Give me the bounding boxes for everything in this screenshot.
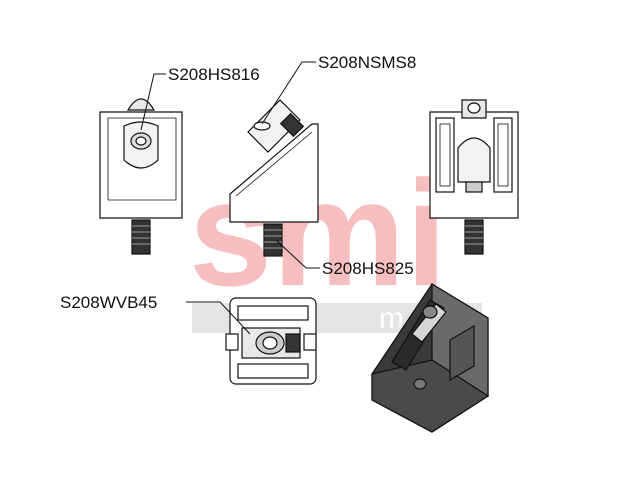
leader-slot-nut xyxy=(261,61,316,125)
leader-screw-top xyxy=(140,73,166,131)
label-bolt: S208HS825 xyxy=(322,259,414,278)
side-view-bracket xyxy=(229,99,319,257)
label-slot-nut: S208NSMS8 xyxy=(318,53,416,72)
rear-view-bracket xyxy=(429,99,519,255)
leader-bracket xyxy=(186,301,251,335)
leader-bolt xyxy=(275,239,320,269)
label-screw-top: S208HS816 xyxy=(168,65,260,84)
front-view-bracket xyxy=(99,98,183,255)
isometric-bracket xyxy=(371,282,490,433)
leader-lines xyxy=(140,61,320,335)
label-bracket: S208WVB45 xyxy=(60,293,157,312)
top-view-bracket xyxy=(225,297,317,385)
